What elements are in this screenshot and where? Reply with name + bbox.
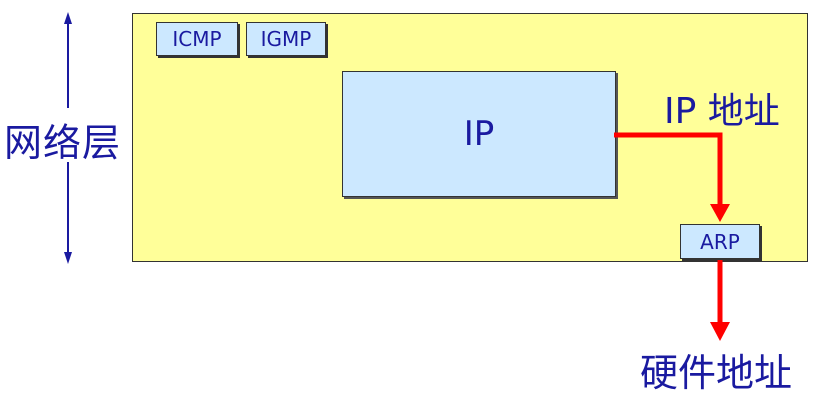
ip-to-arp-arrow-line (614, 132, 723, 206)
layer-arrow-up-head (64, 12, 72, 24)
ip-label: IP (463, 114, 495, 154)
ip-address-label: IP 地址 (664, 91, 780, 132)
icmp-label: ICMP (172, 27, 222, 51)
arp-box: ARP (680, 224, 760, 259)
network-layer-label: 网络层 (4, 121, 122, 165)
icmp-box: ICMP (156, 22, 238, 56)
arp-to-hw-arrow-head (710, 322, 730, 341)
igmp-label: IGMP (260, 27, 312, 51)
ip-box: IP (342, 71, 616, 197)
hardware-address-label: 硬件地址 (640, 351, 793, 395)
ip-to-arp-arrow-head (710, 204, 730, 222)
igmp-box: IGMP (246, 22, 326, 56)
arp-label: ARP (700, 229, 740, 254)
layer-arrow-down-head (64, 252, 72, 264)
